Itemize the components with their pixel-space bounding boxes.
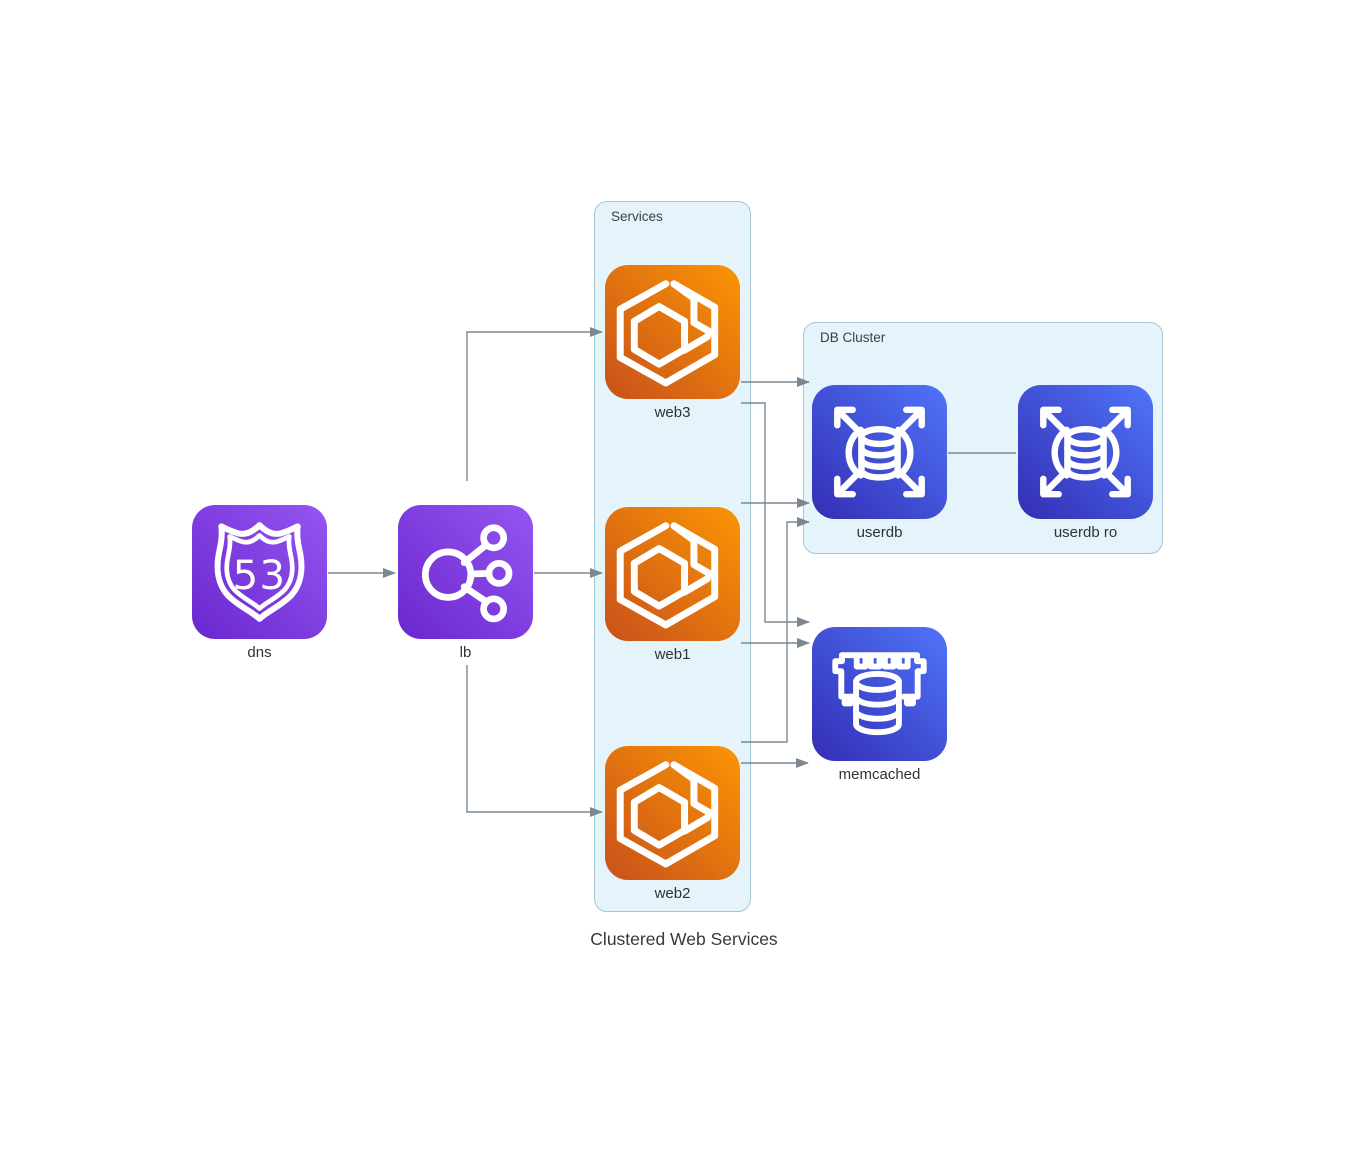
- edge-web3-memcached: [741, 402, 810, 627]
- container-service-icon: [605, 746, 740, 880]
- cache-icon: [812, 627, 947, 761]
- node-dns-label: dns: [247, 644, 272, 661]
- edge-web2-userdb: [741, 517, 810, 743]
- node-userdb-label: userdb: [856, 524, 903, 541]
- node-lb: lb: [398, 505, 533, 661]
- node-memcached-label: memcached: [838, 766, 921, 783]
- node-dns: 53 dns: [192, 505, 327, 661]
- cluster-db-label: DB Cluster: [820, 330, 886, 345]
- container-service-icon: [605, 265, 740, 399]
- node-userdb: userdb: [812, 385, 947, 541]
- cluster-services-label: Services: [611, 209, 663, 224]
- node-web3-label: web3: [654, 404, 691, 421]
- database-icon: [1018, 385, 1153, 519]
- node-userdb-ro: userdb ro: [1018, 385, 1153, 541]
- svg-text:53: 53: [233, 553, 287, 599]
- load-balancer-icon: [398, 505, 533, 639]
- node-userdb-ro-label: userdb ro: [1053, 524, 1118, 541]
- node-lb-label: lb: [459, 644, 472, 661]
- route53-shield-icon: 53: [192, 505, 327, 639]
- edge-lb-web2: [466, 665, 603, 817]
- edge-lb-web3: [466, 327, 603, 481]
- node-web2-label: web2: [654, 885, 691, 902]
- node-memcached: memcached: [812, 627, 947, 783]
- database-icon: [812, 385, 947, 519]
- node-web3: web3: [605, 265, 740, 421]
- container-service-icon: [605, 507, 740, 641]
- diagram-title: Clustered Web Services: [590, 929, 778, 949]
- node-web2: web2: [605, 746, 740, 902]
- node-web1-label: web1: [654, 646, 691, 663]
- node-web1: web1: [605, 507, 740, 663]
